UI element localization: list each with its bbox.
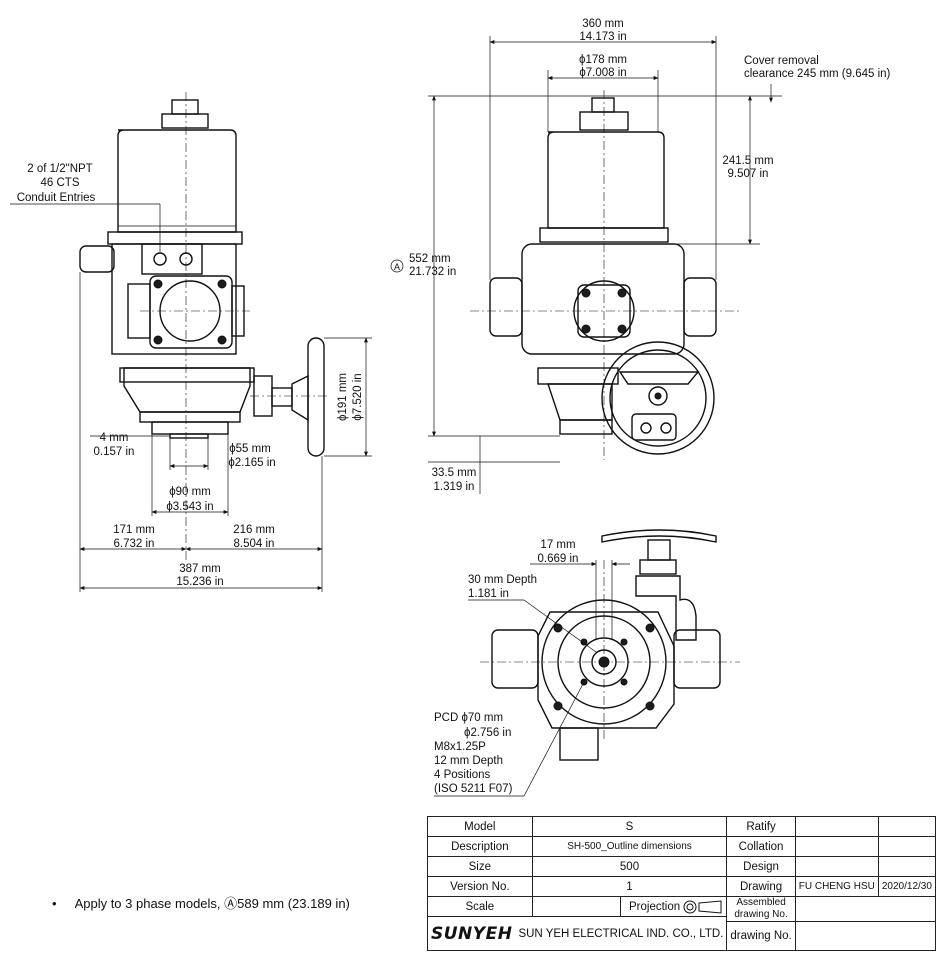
projection-cell: Projection: [619, 896, 728, 917]
d90-in: ϕ3.543 in: [166, 501, 213, 513]
pcd-4: 12 mm Depth: [434, 755, 503, 767]
projection-label: Projection: [629, 900, 681, 913]
w17-mm: 17 mm: [540, 539, 575, 551]
title-block: Model S Ratify Description SH-500_Outlin…: [426, 816, 936, 951]
note-bullet: •: [52, 896, 57, 911]
w171-in: 6.732 in: [114, 538, 155, 550]
pcd-3: M8x1.25P: [434, 741, 486, 753]
cover-label-2: clearance 245 mm (9.645 in): [744, 68, 891, 80]
cover-label-1: Cover removal: [744, 55, 819, 67]
ratify-label: Ratify: [726, 816, 796, 837]
d90-mm: ϕ90 mm: [169, 486, 211, 498]
pcd-5: 4 Positions: [434, 769, 491, 781]
design-date: [877, 856, 936, 877]
outline-drawing: 2 of 1/2"NPT 46 CTS Conduit Entries ϕ191…: [10, 18, 891, 797]
drawing-no-label: drawing No.: [726, 921, 796, 951]
ratify-name: [794, 816, 879, 837]
assembled-label: Assembled drawing No.: [726, 896, 796, 922]
design-name: [794, 856, 879, 877]
pcd-1: PCD ϕ70 mm: [434, 712, 503, 724]
drawing-by: FU CHENG HSU: [794, 876, 879, 897]
assembled-value: [794, 896, 936, 922]
d191-mm: ϕ191 mm: [337, 373, 349, 421]
conduit-label-2: 46 CTS: [41, 177, 80, 189]
description-value: SH-500_Outline dimensions: [531, 836, 728, 857]
d55-in: ϕ2.165 in: [228, 457, 275, 469]
three-phase-note: • Apply to 3 phase models, Ⓐ589 mm (23.18…: [52, 893, 350, 912]
depth30-in: 1.181 in: [468, 588, 509, 600]
h335-in: 1.319 in: [434, 481, 475, 493]
pcd-6: (ISO 5211 F07): [434, 783, 513, 795]
bottom-view: [480, 529, 740, 761]
side-view: [79, 92, 330, 560]
w4-mm: 4 mm: [100, 432, 129, 444]
w216-mm: 216 mm: [233, 524, 275, 536]
conduit-label-3: Conduit Entries: [17, 192, 96, 204]
scale-label: Scale: [427, 896, 533, 917]
sunyeh-logo: SUNYEH: [431, 923, 513, 944]
projection-symbol-icon: [683, 899, 723, 914]
size-value: 500: [531, 856, 728, 877]
w387-mm: 387 mm: [179, 563, 221, 575]
ratify-date: [877, 816, 936, 837]
side-dimensions: 2 of 1/2"NPT 46 CTS Conduit Entries ϕ191…: [10, 163, 372, 592]
w17-in: 0.669 in: [538, 553, 579, 565]
collation-date: [877, 836, 936, 857]
h2415-in: 9.507 in: [728, 168, 769, 180]
drawing-label: Drawing: [726, 876, 796, 897]
front-view: [470, 90, 740, 460]
scale-value: [531, 896, 621, 917]
size-label: Size: [427, 856, 533, 877]
design-label: Design: [726, 856, 796, 877]
depth30-mm: 30 mm Depth: [468, 574, 537, 586]
brand-cell: SUNYEH SUN YEH ELECTRICAL IND. CO., LTD.: [426, 916, 728, 951]
w171-mm: 171 mm: [113, 524, 155, 536]
h552-marker: A: [394, 262, 400, 272]
note-text: Apply to 3 phase models, Ⓐ589 mm (23.189…: [74, 896, 350, 911]
h552-in: 21.732 in: [409, 266, 456, 278]
pcd-2: ϕ2.756 in: [464, 727, 511, 739]
h335-mm: 33.5 mm: [432, 467, 477, 479]
d191-in: ϕ7.520 in: [352, 373, 364, 420]
drawing-date: 2020/12/30: [877, 876, 936, 897]
width-mm: 360 mm: [582, 18, 624, 30]
conduit-label-1: 2 of 1/2"NPT: [27, 163, 92, 175]
w387-in: 15.236 in: [176, 576, 223, 588]
w216-in: 8.504 in: [234, 538, 275, 550]
h2415-mm: 241.5 mm: [722, 155, 773, 167]
bottom-dimensions: 17 mm 0.669 in 30 mm Depth 1.181 in PCD …: [434, 539, 630, 797]
drawing-no-value: [794, 921, 936, 951]
front-dimensions: 360 mm 14.173 in ϕ178 mm ϕ7.008 in Cover…: [390, 18, 891, 494]
width-in: 14.173 in: [579, 31, 626, 43]
model-value: S: [531, 816, 728, 837]
w4-in: 0.157 in: [94, 446, 135, 458]
collation-label: Collation: [726, 836, 796, 857]
d178-in: ϕ7.008 in: [579, 67, 626, 79]
collation-name: [794, 836, 879, 857]
version-value: 1: [531, 876, 728, 897]
d178-mm: ϕ178 mm: [579, 54, 627, 66]
version-label: Version No.: [427, 876, 533, 897]
description-label: Description: [427, 836, 533, 857]
d55-mm: ϕ55 mm: [229, 443, 271, 455]
model-label: Model: [427, 816, 533, 837]
company-name: SUN YEH ELECTRICAL IND. CO., LTD.: [518, 927, 724, 940]
h552-mm: 552 mm: [409, 253, 451, 265]
